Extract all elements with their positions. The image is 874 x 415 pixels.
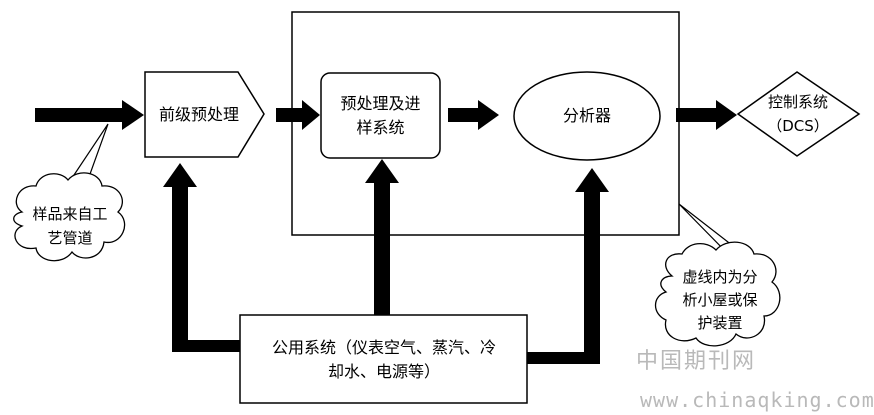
arrow-utility-to-analyzer [526,168,609,364]
watermark-site-name: 中国期刊网 [636,349,757,374]
arrow-sampling-to-analyzer [448,100,499,130]
utility-label: 公用系统（仪表空气、蒸汽、冷 却水、电源等） [271,338,496,381]
arrow-source-to-preprocess [35,100,144,130]
preprocess-label: 前级预处理 [158,105,239,124]
analyzer-node [513,71,661,161]
arrow-utility-to-sampling [365,159,399,316]
sampling-label: 预处理及进 样系统 [340,94,421,137]
shelter-note-label: 虚线内为分 析小屋或保 护装置 [682,267,758,332]
preprocess-node [144,71,265,158]
source-label: 样品来自工 艺管道 [32,205,108,247]
arrow-preprocess-to-sampling [276,100,320,130]
arrow-utility-to-preprocess [163,163,240,352]
shelter-boundary [291,11,680,236]
shelter-callout [654,203,781,347]
analyzer-label: 分析器 [562,106,611,125]
source-callout [13,123,126,262]
arrow-analyzer-to-dcs [676,100,737,130]
dcs-label: 控制系统 （DCS） [767,93,829,135]
sampling-node [320,72,441,159]
watermark-site-url: www.chinaqking.com [640,388,874,412]
dcs-node [736,71,861,157]
utility-node [239,314,528,404]
